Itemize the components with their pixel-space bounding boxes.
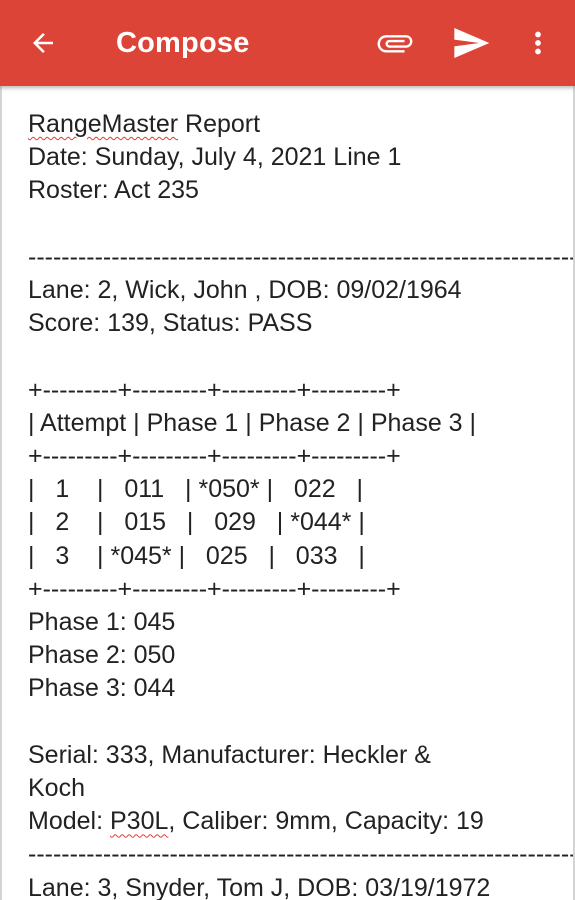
body-line: +---------+---------+---------+---------… <box>28 375 401 404</box>
more-options-button[interactable] <box>518 20 558 66</box>
body-line: | 1 | 011 | *050* | 022 | <box>28 475 363 504</box>
send-button[interactable] <box>447 19 495 67</box>
spellcheck-flagged-word: P30L <box>109 807 169 836</box>
body-line: Phase 1: 045 <box>28 608 176 637</box>
body-line <box>28 208 558 241</box>
body-line: Score: 139, Status: PASS <box>28 309 313 338</box>
body-line: Lane: 3, Snyder, Tom J, DOB: 03/19/1972 <box>28 873 491 900</box>
spellcheck-flagged-word: RangeMaster <box>28 110 179 138</box>
more-vert-icon <box>535 31 541 55</box>
body-line: Model: P30L, Caliber: 9mm, Capacity: 19 <box>28 807 484 836</box>
attach-button[interactable] <box>372 20 418 66</box>
body-line: ----------------------------------------… <box>28 840 575 869</box>
body-line: Roster: Act 235 <box>28 176 199 205</box>
body-line: | 2 | 015 | 029 | *044* | <box>28 508 365 537</box>
body-line: Date: Sunday, July 4, 2021 Line 1 <box>28 143 402 172</box>
body-line: Serial: 333, Manufacturer: Heckler & <box>28 740 431 769</box>
body-line: RangeMaster Report <box>28 110 261 138</box>
body-line: +---------+---------+---------+---------… <box>28 442 401 471</box>
body-line: Koch <box>28 774 85 803</box>
back-button[interactable] <box>20 20 66 66</box>
paperclip-icon <box>377 35 413 53</box>
left-border <box>0 86 2 900</box>
body-line <box>28 706 558 739</box>
body-line: +---------+---------+---------+---------… <box>28 574 401 603</box>
body-line <box>28 340 558 373</box>
body-line: ----------------------------------------… <box>28 242 575 271</box>
body-line: Lane: 2, Wick, John , DOB: 09/02/1964 <box>28 276 462 305</box>
app-bar: Compose <box>0 0 575 86</box>
body-line: | 3 | *045* | 025 | 033 | <box>28 541 365 570</box>
body-line: Phase 3: 044 <box>28 674 176 703</box>
page-title: Compose <box>116 27 250 59</box>
arrow-back-icon <box>33 33 53 53</box>
send-icon <box>454 28 490 58</box>
right-border <box>573 86 575 900</box>
body-line: | Attempt | Phase 1 | Phase 2 | Phase 3 … <box>28 408 477 437</box>
body-line: Phase 2: 050 <box>28 641 176 670</box>
